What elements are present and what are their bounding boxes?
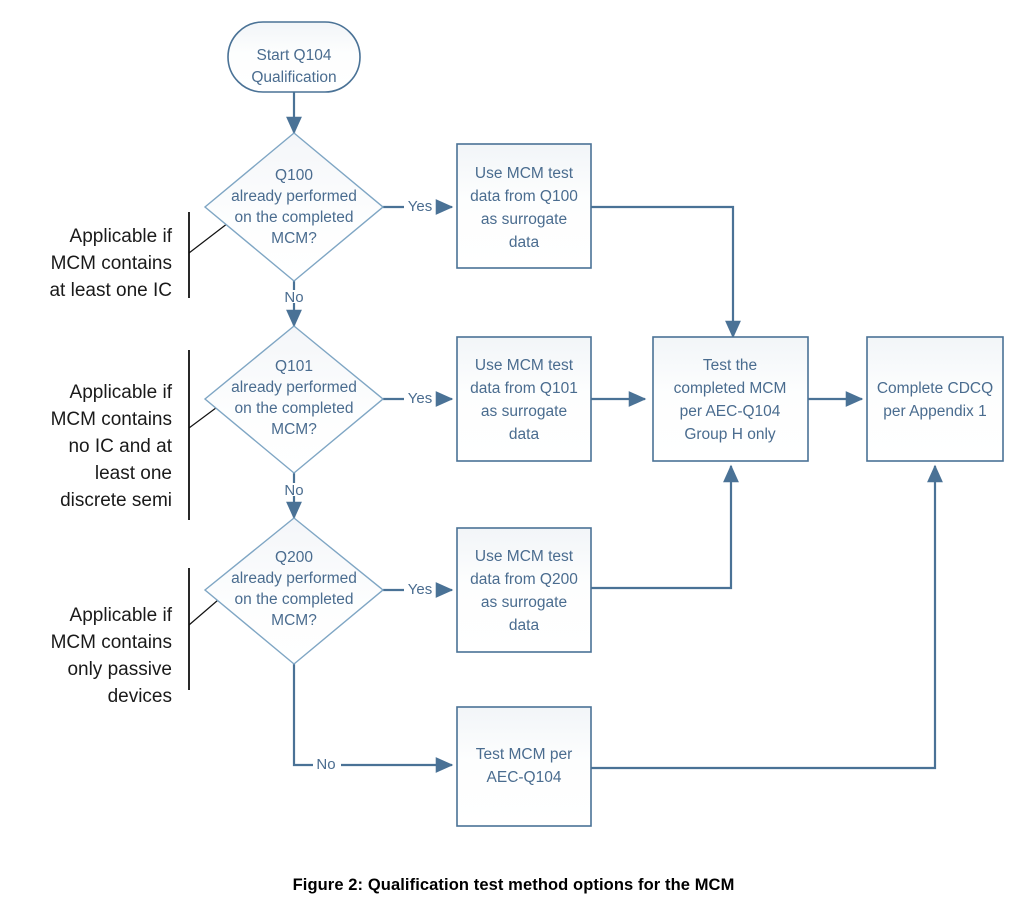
node-complete-cdcq-line2: per Appendix 1 — [883, 403, 986, 420]
side-note-discrete-line2: MCM contains — [51, 409, 172, 430]
node-decision-q200-line4: MCM? — [271, 612, 317, 629]
side-note-ic-line3: at least one IC — [49, 280, 172, 301]
node-decision-q100-line3: on the completed — [235, 209, 354, 226]
node-surrogate-q200-line1: Use MCM test — [475, 548, 574, 565]
node-decision-q101-line2: already performed — [231, 379, 357, 396]
node-surrogate-q100-line2: data from Q100 — [470, 188, 578, 205]
node-test-mcm-full-line1: Test MCM per — [476, 746, 572, 763]
edge-label-q200-yes: Yes — [408, 581, 432, 598]
node-decision-q200-line1: Q200 — [275, 549, 313, 566]
leader-note-ic — [188, 219, 233, 254]
side-note-passive-line1: Applicable if — [70, 605, 173, 626]
node-surrogate-q101-line1: Use MCM test — [475, 357, 574, 374]
node-test-mcm-full-line2: AEC-Q104 — [487, 769, 562, 786]
side-note-discrete-line5: discrete semi — [60, 490, 172, 511]
node-surrogate-q101-line2: data from Q101 — [470, 380, 578, 397]
node-surrogate-q100-line3: as surrogate — [481, 211, 567, 228]
node-decision-q101-shape[interactable] — [203, 325, 385, 474]
edge-label-q100-yes: Yes — [408, 198, 432, 215]
node-surrogate-q101-shape[interactable] — [456, 336, 592, 462]
connector-surrogate-q200-to-testh — [591, 464, 739, 590]
node-test-group-h-line3: per AEC-Q104 — [680, 403, 781, 420]
node-surrogate-q200-line3: as surrogate — [481, 594, 567, 611]
node-start-line2: Qualification — [251, 69, 336, 86]
side-note-discrete-line1: Applicable if — [70, 382, 173, 403]
connector-q200-no-stub — [292, 664, 313, 767]
side-note-ic-line1: Applicable if — [70, 226, 173, 247]
node-surrogate-q200-line4: data — [509, 617, 540, 634]
connector-surrogate-q100-to-testh — [591, 205, 741, 339]
node-test-group-h-shape[interactable] — [652, 336, 809, 462]
node-surrogate-q101-line3: as surrogate — [481, 403, 567, 420]
node-surrogate-q100-line1: Use MCM test — [475, 165, 574, 182]
side-note-passive-line3: only passive — [67, 659, 172, 680]
node-test-group-h-line4: Group H only — [684, 426, 776, 443]
connector-testmcm-to-cdcq — [591, 464, 943, 770]
node-start-line1: Start Q104 — [257, 47, 332, 64]
side-note-passive-line2: MCM contains — [51, 632, 172, 653]
side-note-ic-line2: MCM contains — [51, 253, 172, 274]
node-decision-q100-line4: MCM? — [271, 230, 317, 247]
node-decision-q100-line2: already performed — [231, 188, 357, 205]
side-note-discrete-line3: no IC and at — [68, 436, 172, 457]
node-decision-q101-line3: on the completed — [235, 400, 354, 417]
node-complete-cdcq-shape[interactable] — [866, 336, 1004, 462]
figure-caption: Figure 2: Qualification test method opti… — [292, 876, 735, 894]
edge-label-q100-no: No — [284, 289, 303, 306]
node-decision-q200-shape[interactable] — [203, 517, 385, 665]
node-complete-cdcq-line1: Complete CDCQ — [877, 380, 993, 397]
node-surrogate-q100-line4: data — [509, 234, 540, 251]
node-surrogate-q200-line2: data from Q200 — [470, 571, 578, 588]
node-surrogate-q100-shape[interactable] — [456, 143, 592, 269]
node-surrogate-q200-shape[interactable] — [456, 527, 592, 653]
edge-label-q101-no: No — [284, 482, 303, 499]
edge-label-q101-yes: Yes — [408, 390, 432, 407]
node-test-group-h-line2: completed MCM — [674, 380, 787, 397]
node-start-shape[interactable] — [227, 21, 361, 93]
side-note-discrete-line4: least one — [95, 463, 172, 484]
node-decision-q100-shape[interactable] — [203, 132, 385, 282]
edge-label-q200-no: No — [316, 756, 335, 773]
node-decision-q100-line1: Q100 — [275, 167, 313, 184]
node-test-group-h-line1: Test the — [703, 357, 757, 374]
node-test-mcm-full-shape[interactable] — [456, 706, 592, 827]
node-decision-q200-line2: already performed — [231, 570, 357, 587]
node-decision-q101-line1: Q101 — [275, 358, 313, 375]
node-decision-q200-line3: on the completed — [235, 591, 354, 608]
node-decision-q101-line4: MCM? — [271, 421, 317, 438]
side-note-passive-line4: devices — [108, 686, 172, 707]
node-surrogate-q101-line4: data — [509, 426, 540, 443]
